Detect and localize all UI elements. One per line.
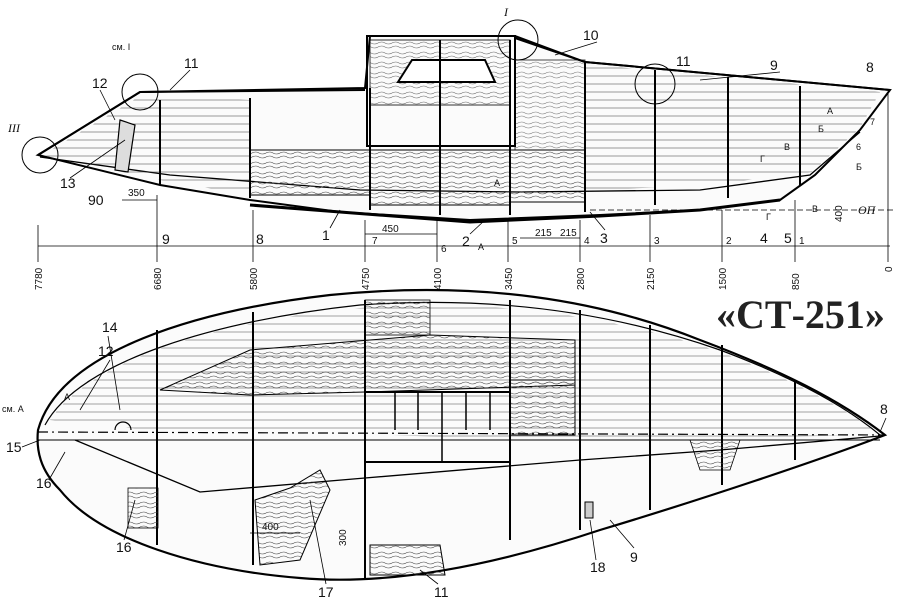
part-label-1: 1 <box>322 227 330 243</box>
callout-label-see-i: см. I <box>112 42 130 52</box>
section-mark: В <box>784 142 790 152</box>
dim-450: 450 <box>382 224 399 235</box>
see-a-label: см. А <box>2 404 24 414</box>
section-mark: Б <box>856 162 862 172</box>
section-mark: 6 <box>856 142 861 152</box>
section-marks: А А А Б Б В В Г Г 6 <box>478 106 862 252</box>
part-label-11: 11 <box>184 55 199 71</box>
station-number: 4 <box>584 236 590 247</box>
dim-215: 215 <box>535 228 552 239</box>
section-mark: Г <box>766 212 771 222</box>
dim-350: 350 <box>128 188 145 199</box>
station-value: 5800 <box>249 267 260 290</box>
station-value: 6680 <box>153 267 164 290</box>
station-dimension-lines <box>37 92 895 262</box>
station-number: 2 <box>726 236 732 247</box>
section-mark: А <box>827 106 833 116</box>
station-value: 4100 <box>433 267 444 290</box>
callout-circle-i <box>497 19 539 61</box>
part-label-9: 9 <box>630 549 638 565</box>
station-value: 4750 <box>361 267 372 290</box>
part-label-3: 3 <box>600 230 608 246</box>
part-label-7: 7 <box>870 117 875 127</box>
station-number: 7 <box>372 236 378 247</box>
station-numbers: 9 8 7 6 5 4 3 2 1 <box>162 231 805 255</box>
section-mark: В <box>812 204 818 214</box>
station-value: 0 <box>884 266 895 272</box>
part-label-16: 16 <box>116 539 132 555</box>
section-mark: А <box>494 178 500 188</box>
station-value: 3450 <box>504 267 515 290</box>
callout-label-iii: III <box>7 121 21 135</box>
section-mark: Г <box>760 154 765 164</box>
station-values: 7780 6680 5800 4750 4100 3450 2800 2150 … <box>34 266 895 290</box>
station-value: 2150 <box>646 267 657 290</box>
station-number: 9 <box>162 231 170 247</box>
station-value: 1500 <box>718 267 729 290</box>
drawing-title: «СТ-251» <box>716 292 885 337</box>
station-value: 7780 <box>34 267 45 290</box>
part-label-5: 5 <box>784 230 792 246</box>
section-mark-a: А <box>64 392 70 402</box>
callout-label-i: I <box>503 5 509 19</box>
part-label-11: 11 <box>434 584 449 600</box>
part-label-2: 2 <box>462 233 470 249</box>
dim-400: 400 <box>834 205 845 222</box>
dim-400-plan: 400 <box>262 522 279 533</box>
part-label-15: 15 <box>6 439 22 455</box>
part-label-18: 18 <box>590 559 606 575</box>
station-number: 5 <box>512 236 518 247</box>
part-label-4: 4 <box>760 230 768 246</box>
section-mark: Б <box>818 124 824 134</box>
part-labels-side: 1 2 3 4 5 7 8 9 10 11 11 12 13 <box>60 27 875 249</box>
callout-circle-11 <box>634 63 676 105</box>
station-value: 850 <box>791 273 802 290</box>
part-label-13: 13 <box>60 175 76 191</box>
callout-circle-see-i <box>121 73 159 111</box>
baseline-label: ОП <box>858 203 877 217</box>
station-number: 8 <box>256 231 264 247</box>
station-number: 3 <box>654 236 660 247</box>
part-label-8: 8 <box>880 401 888 417</box>
part-label-12: 12 <box>92 75 108 91</box>
part-label-9: 9 <box>770 57 778 73</box>
side-view <box>21 19 892 224</box>
station-number: 1 <box>799 236 805 247</box>
part-label-8: 8 <box>866 59 874 75</box>
plan-view <box>36 288 888 581</box>
station-number: 6 <box>441 244 447 255</box>
part-label-16: 16 <box>36 475 52 491</box>
part-label-11: 11 <box>676 53 691 69</box>
dim-300-plan: 300 <box>338 529 349 546</box>
dimensions-side: 350 450 215 215 400 90 ОП <box>88 188 877 239</box>
station-value: 2800 <box>576 267 587 290</box>
callout-circle-iii <box>21 136 59 174</box>
dim-90: 90 <box>88 192 104 208</box>
section-mark: А <box>478 242 484 252</box>
part-label-17: 17 <box>318 584 334 600</box>
dim-215: 215 <box>560 228 577 239</box>
part-label-10: 10 <box>583 27 599 43</box>
part-label-14: 14 <box>102 319 118 335</box>
